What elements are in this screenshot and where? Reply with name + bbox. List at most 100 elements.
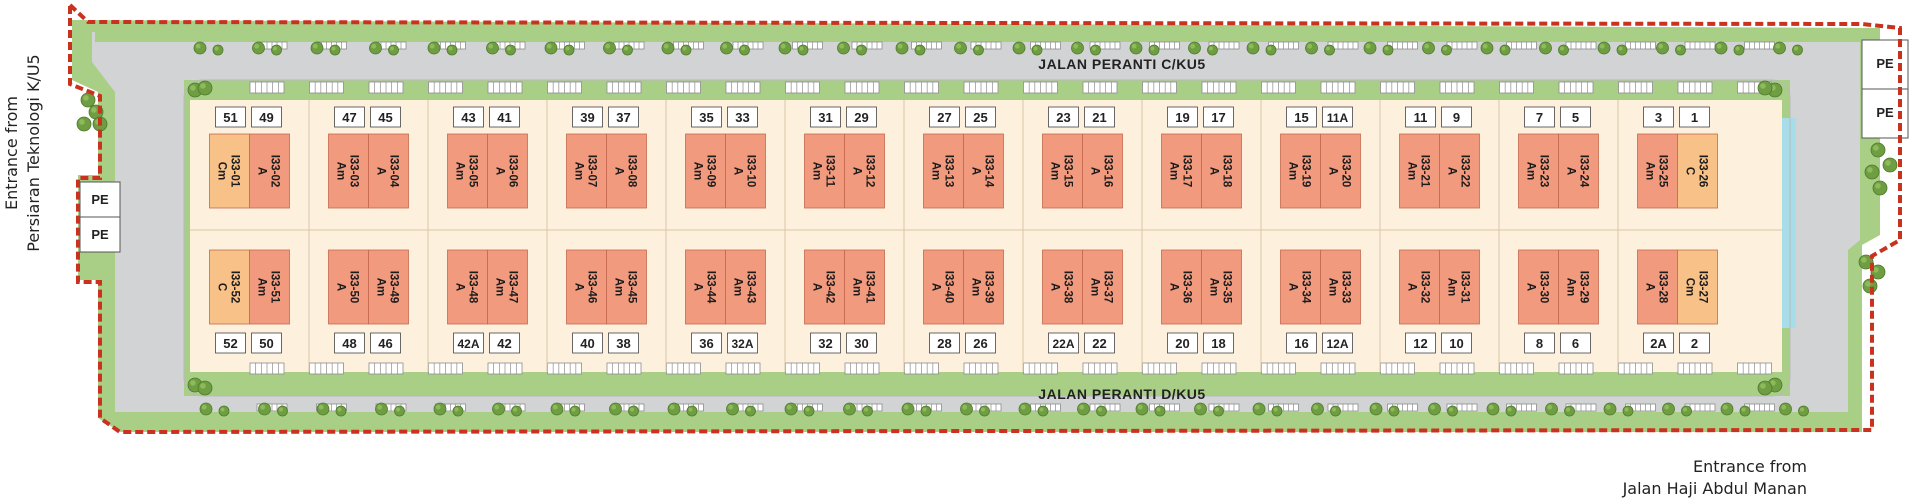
lot-i33-05[interactable] xyxy=(447,133,488,209)
road-name-bottom: JALAN PERANTI D/KU5 xyxy=(1038,386,1205,402)
entrance-left-label: Entrance from Persiaran Teknologi K/U5 xyxy=(1,38,45,268)
tree xyxy=(979,405,990,417)
lot-number-box xyxy=(370,106,401,128)
tree-highlight xyxy=(1313,404,1319,410)
lot-i33-17[interactable] xyxy=(1161,133,1202,209)
lot-i33-37[interactable] xyxy=(1082,249,1123,325)
lot-i33-50[interactable] xyxy=(328,249,369,325)
tree-highlight xyxy=(858,46,862,51)
tree xyxy=(843,402,856,416)
lot-i33-16[interactable] xyxy=(1082,133,1123,209)
lot-i33-19[interactable] xyxy=(1280,133,1321,209)
tree xyxy=(680,44,692,56)
lot-label: I33-21Am xyxy=(1406,155,1431,188)
lot-number: 16 xyxy=(1294,336,1308,351)
lot-i33-27[interactable] xyxy=(1677,249,1718,325)
lot-i33-15[interactable] xyxy=(1042,133,1083,209)
lot-i33-36[interactable] xyxy=(1161,249,1202,325)
lot-i33-48[interactable] xyxy=(447,249,488,325)
lot-i33-32[interactable] xyxy=(1399,249,1440,325)
lot-i33-31[interactable] xyxy=(1439,249,1480,325)
lot-i33-10[interactable] xyxy=(725,133,766,209)
lot-i33-20[interactable] xyxy=(1320,133,1361,209)
lot-i33-39[interactable] xyxy=(963,249,1004,325)
lot-i33-29[interactable] xyxy=(1558,249,1599,325)
lot-label: I33-49Am xyxy=(375,271,400,304)
lot-number: 2A xyxy=(1650,336,1667,351)
lot-i33-26[interactable] xyxy=(1677,133,1718,209)
lot-i33-13[interactable] xyxy=(923,133,964,209)
tree-highlight xyxy=(1390,407,1395,412)
lot-i33-24[interactable] xyxy=(1558,133,1599,209)
lot-i33-35[interactable] xyxy=(1201,249,1242,325)
lot-i33-04[interactable] xyxy=(368,133,409,209)
lot-i33-01[interactable] xyxy=(209,133,250,209)
lot-i33-21[interactable] xyxy=(1399,133,1440,209)
lot-i33-52[interactable] xyxy=(209,249,250,325)
lot-i33-34[interactable] xyxy=(1280,249,1321,325)
lot-i33-12[interactable] xyxy=(844,133,885,209)
lot-i33-44[interactable] xyxy=(685,249,726,325)
tree-highlight xyxy=(1196,404,1202,410)
lot-i33-28[interactable] xyxy=(1637,249,1678,325)
lot-i33-30[interactable] xyxy=(1518,249,1559,325)
lot-i33-51[interactable] xyxy=(249,249,290,325)
lot-i33-11[interactable] xyxy=(804,133,845,209)
tree xyxy=(550,402,564,416)
lot-number-box xyxy=(1405,332,1436,354)
lot-i33-09[interactable] xyxy=(685,133,726,209)
lot-i33-42[interactable] xyxy=(804,249,845,325)
lot-i33-07[interactable] xyxy=(566,133,607,209)
lot-i33-40[interactable] xyxy=(923,249,964,325)
lot-i33-22[interactable] xyxy=(1439,133,1480,209)
tree-highlight xyxy=(1664,404,1670,410)
lot-i33-08[interactable] xyxy=(606,133,647,209)
lot-i33-49[interactable] xyxy=(368,249,409,325)
lot-i33-25[interactable] xyxy=(1637,133,1678,209)
lot-i33-47[interactable] xyxy=(487,249,528,325)
lot-label: I33-05Am xyxy=(454,155,479,188)
lot-i33-41[interactable] xyxy=(844,249,885,325)
lot-i33-23[interactable] xyxy=(1518,133,1559,209)
lot-number: 31 xyxy=(818,110,832,125)
lot-i33-33[interactable] xyxy=(1320,249,1361,325)
tree-highlight xyxy=(1248,43,1254,49)
lot-number: 1 xyxy=(1691,110,1698,125)
lot-i33-02[interactable] xyxy=(249,133,290,209)
tree xyxy=(1864,164,1880,180)
lot-i33-18[interactable] xyxy=(1201,133,1242,209)
lot-i33-14[interactable] xyxy=(963,133,1004,209)
lot-i33-43[interactable] xyxy=(725,249,766,325)
lot-number: 3 xyxy=(1655,110,1662,125)
lot-i33-06[interactable] xyxy=(487,133,528,209)
lot-i33-38[interactable] xyxy=(1042,249,1083,325)
road-outline-inner xyxy=(183,79,1791,397)
lot-i33-45[interactable] xyxy=(606,249,647,325)
